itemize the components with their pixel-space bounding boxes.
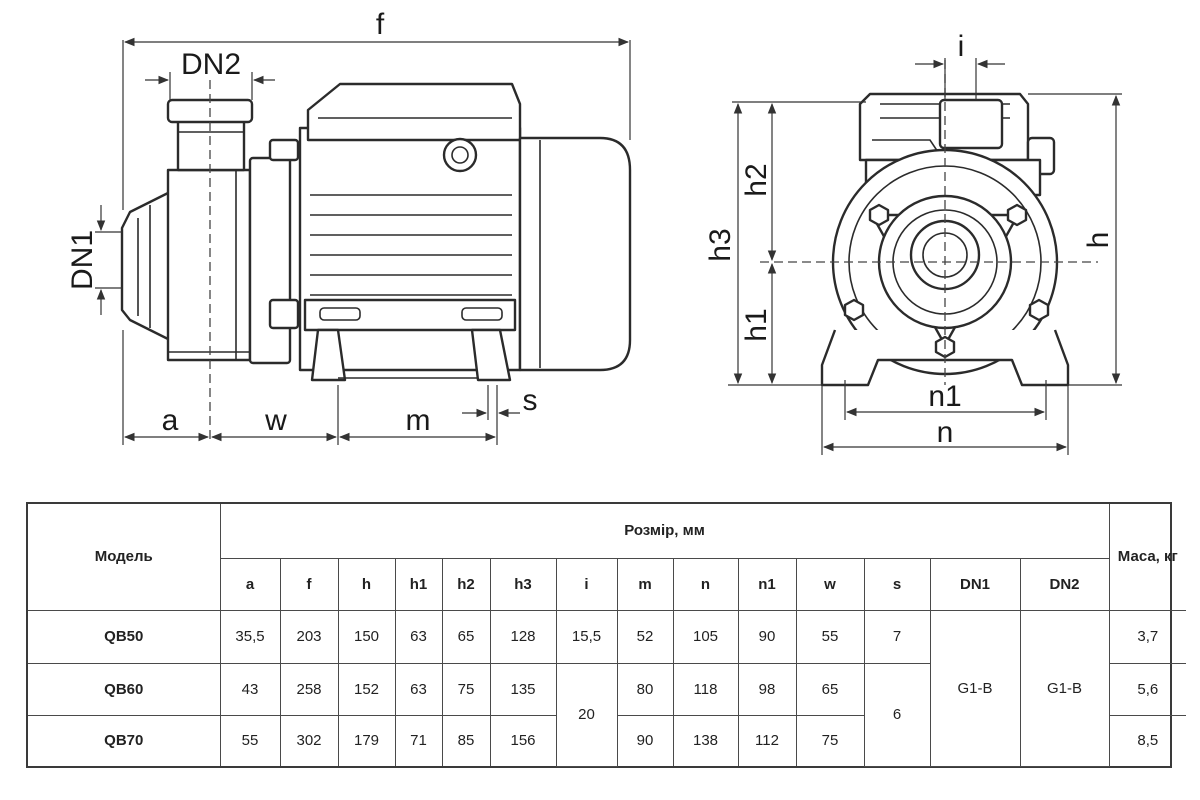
dim-label-f: f	[376, 8, 385, 41]
cell-dn2: G1-B	[1019, 609, 1110, 767]
cell-m: 52	[616, 609, 674, 664]
cell-a: 55	[219, 714, 281, 766]
cell-h1: 71	[394, 714, 443, 766]
cell-h: 179	[337, 714, 396, 766]
col-header-i: i	[555, 557, 618, 611]
cell-n1: 98	[737, 662, 797, 716]
cell-m: 90	[616, 714, 674, 766]
cell-f: 302	[279, 714, 339, 766]
col-header-h2: h2	[441, 557, 491, 611]
col-header-h: h	[337, 557, 396, 611]
cell-i: 15,5	[555, 609, 618, 664]
cell-s-merged: 6	[863, 662, 931, 767]
cell-h1: 63	[394, 662, 443, 716]
cell-h: 150	[337, 609, 396, 664]
cell-h3: 128	[489, 609, 557, 664]
pump-side-view	[120, 80, 632, 440]
dim-label-i: i	[958, 30, 965, 63]
col-header-h1: h1	[394, 557, 443, 611]
dim-label-h: h	[1082, 232, 1115, 249]
cell-h3: 135	[489, 662, 557, 716]
col-header-w: w	[795, 557, 865, 611]
cell-mass: 5,6	[1108, 662, 1187, 716]
cell-w: 75	[795, 714, 865, 766]
cell-h3: 156	[489, 714, 557, 766]
dim-label-h3: h3	[704, 228, 737, 261]
side-dimensions: f DN2 DN1 a w m s	[66, 8, 631, 445]
cell-w: 55	[795, 609, 865, 664]
pump-front-view	[760, 60, 1098, 387]
header-size: Розмір, мм	[219, 504, 1110, 559]
cell-model: QB60	[28, 662, 221, 716]
cell-n1: 112	[737, 714, 797, 766]
cell-f: 203	[279, 609, 339, 664]
cell-h: 152	[337, 662, 396, 716]
col-header-dn1: DN1	[929, 557, 1021, 611]
col-header-dn2: DN2	[1019, 557, 1110, 611]
cell-a: 35,5	[219, 609, 281, 664]
header-mass: Маса, кг	[1108, 504, 1187, 611]
cell-n1: 90	[737, 609, 797, 664]
table-row: QB70 55 302 179 71 85 156 90 138 112 75 …	[28, 714, 1187, 766]
cell-s: 7	[863, 609, 931, 664]
col-header-n: n	[672, 557, 739, 611]
dim-label-w: w	[264, 404, 287, 437]
pump-dimension-drawing: f DN2 DN1 a w m s	[66, 8, 1122, 455]
col-header-s: s	[863, 557, 931, 611]
cell-h2: 85	[441, 714, 491, 766]
dim-label-n1: n1	[928, 380, 961, 413]
dim-label-h2: h2	[740, 163, 773, 196]
cell-i-merged: 20	[555, 662, 618, 767]
cell-h2: 65	[441, 609, 491, 664]
cell-f: 258	[279, 662, 339, 716]
header-model: Модель	[28, 504, 221, 611]
dim-label-m: m	[406, 404, 431, 437]
cell-mass: 3,7	[1108, 609, 1187, 664]
spec-table: Модель Розмір, мм Маса, кг a f h h1 h2 h…	[26, 502, 1187, 768]
cell-n: 105	[672, 609, 739, 664]
cell-n: 138	[672, 714, 739, 766]
cell-w: 65	[795, 662, 865, 716]
cell-mass: 8,5	[1108, 714, 1187, 766]
dim-label-a: a	[162, 404, 179, 437]
dim-label-dn1: DN1	[66, 230, 99, 290]
col-header-n1: n1	[737, 557, 797, 611]
cell-n: 118	[672, 662, 739, 716]
dim-label-n: n	[937, 416, 954, 449]
cell-h1: 63	[394, 609, 443, 664]
dim-label-dn2: DN2	[181, 48, 241, 81]
col-header-f: f	[279, 557, 339, 611]
cell-a: 43	[219, 662, 281, 716]
table-row: QB50 35,5 203 150 63 65 128 15,5 52 105 …	[28, 609, 1187, 767]
front-dimensions: i h3 h2 h1 h n1 n	[704, 30, 1122, 455]
table-row: QB60 43 258 152 63 75 135 20 80 118 98 6…	[28, 662, 1187, 767]
col-header-a: a	[220, 557, 281, 611]
cell-m: 80	[616, 662, 674, 716]
dim-label-s: s	[523, 384, 538, 417]
col-header-m: m	[616, 557, 674, 611]
cell-model: QB70	[28, 714, 221, 766]
col-header-h3: h3	[489, 557, 557, 611]
cell-dn1: G1-B	[929, 609, 1021, 767]
cell-model: QB50	[28, 609, 221, 664]
dim-label-h1: h1	[740, 308, 773, 341]
cell-h2: 75	[441, 662, 491, 716]
